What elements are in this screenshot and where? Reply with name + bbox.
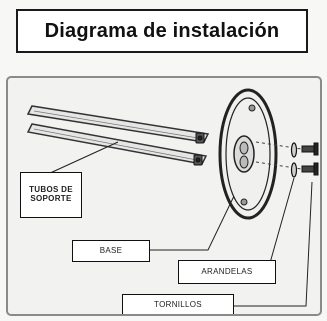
tube-end-fittings xyxy=(193,132,205,166)
screws xyxy=(301,142,319,176)
washers xyxy=(290,142,298,178)
title-box: Diagrama de instalación xyxy=(16,9,308,53)
base-plate xyxy=(218,88,278,220)
label-screws: TORNILLOS xyxy=(122,294,234,314)
label-washers: ARANDELAS xyxy=(178,260,276,284)
support-tubes xyxy=(26,105,210,165)
label-base: BASE xyxy=(72,240,150,262)
alignment-lines xyxy=(255,141,309,171)
diagram-title: Diagrama de instalación xyxy=(44,19,280,42)
installation-diagram: TUBOS DE SOPORTE BASE ARANDELAS TORNILLO… xyxy=(6,76,322,316)
diagram-drawing xyxy=(26,88,319,307)
label-support-tubes: TUBOS DE SOPORTE xyxy=(20,172,82,218)
